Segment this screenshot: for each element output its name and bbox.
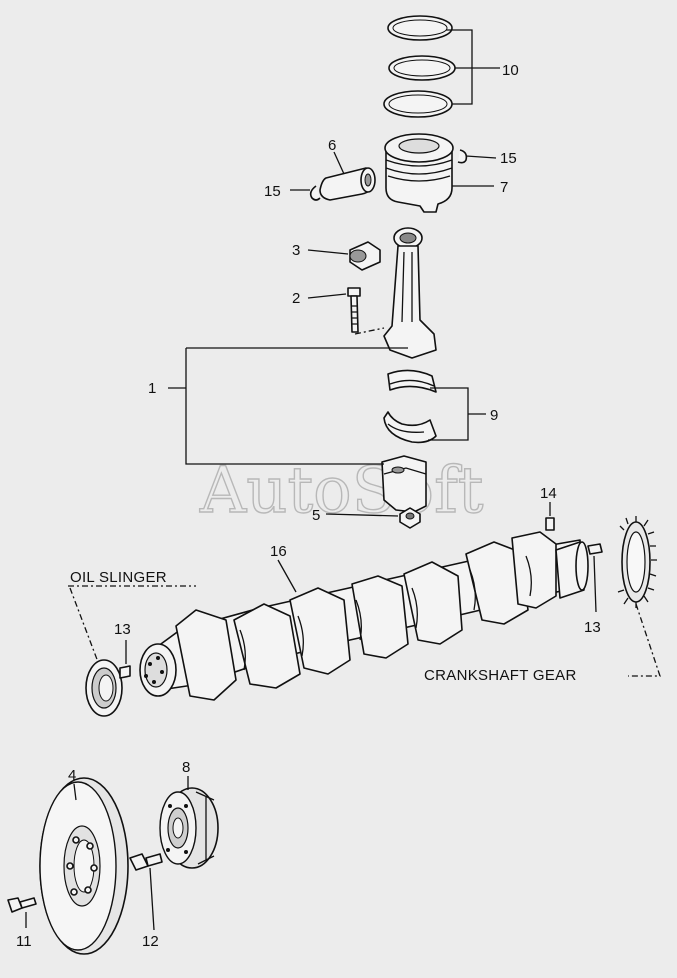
snap-ring-right — [457, 149, 468, 164]
leader-1 — [168, 347, 408, 465]
leader-2 — [307, 293, 347, 299]
leader-10 — [446, 29, 500, 105]
callout-11: 11 — [16, 933, 32, 950]
callout-7: 7 — [500, 179, 508, 196]
leader-oil-slinger — [68, 585, 196, 663]
leader-16 — [277, 559, 297, 593]
callout-4: 4 — [68, 767, 76, 784]
callout-8: 8 — [182, 759, 190, 776]
leader-15b — [465, 155, 497, 159]
callout-13-right: 13 — [584, 619, 601, 636]
con-rod-bolt — [347, 287, 361, 333]
small-end-bushing — [349, 241, 381, 271]
oil-slinger — [85, 659, 123, 717]
crank-key-front — [587, 543, 603, 555]
callout-10: 10 — [502, 62, 519, 79]
callout-6: 6 — [328, 137, 336, 154]
piston — [384, 133, 454, 213]
con-rod-cap — [381, 455, 427, 513]
leader-5 — [325, 513, 399, 517]
callout-3: 3 — [292, 242, 300, 259]
flywheel — [39, 777, 129, 955]
flywheel-bolt — [7, 897, 37, 913]
callout-12: 12 — [142, 933, 159, 950]
callout-13-left: 13 — [114, 621, 131, 638]
snap-ring-left — [309, 185, 321, 201]
crank-key-rear — [119, 665, 131, 679]
callout-1: 1 — [148, 380, 156, 397]
leader-12 — [149, 867, 155, 931]
piston-rings — [383, 15, 456, 118]
callout-5: 5 — [312, 507, 320, 524]
leader-9 — [428, 387, 486, 441]
con-rod-nut — [399, 507, 421, 529]
connecting-rod — [383, 227, 437, 359]
callout-15-right: 15 — [500, 150, 517, 167]
watermark-text: AutoSoft — [199, 454, 484, 528]
dowel-pin — [545, 517, 555, 531]
leader-crankshaft-gear — [628, 603, 661, 677]
damper-bolt — [129, 853, 163, 871]
crankshaft-gear — [617, 516, 657, 608]
leader-3 — [307, 249, 349, 255]
callout-16: 16 — [270, 543, 287, 560]
bearing-shell-lower — [383, 411, 437, 444]
leader-6 — [333, 151, 345, 175]
damper-pulley — [159, 787, 219, 869]
callout-2: 2 — [292, 290, 300, 307]
leader-4 — [73, 783, 77, 801]
caption-oil-slinger: OIL SLINGER — [70, 569, 167, 586]
caption-crankshaft-gear: CRANKSHAFT GEAR — [424, 667, 577, 684]
bearing-shell-upper — [387, 369, 437, 393]
bolt-axis-line — [354, 327, 385, 335]
piston-pin — [319, 167, 376, 201]
crankshaft — [139, 531, 589, 701]
callout-14: 14 — [540, 485, 557, 502]
leader-13b — [593, 555, 597, 613]
callout-15-left: 15 — [264, 183, 281, 200]
callout-9: 9 — [490, 407, 498, 424]
